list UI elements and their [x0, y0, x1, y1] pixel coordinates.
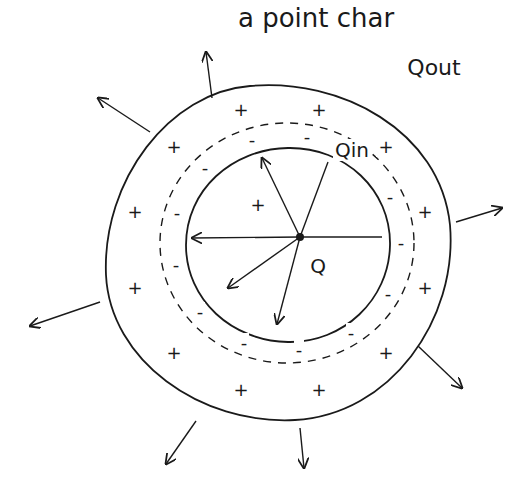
plus-sign: + — [125, 278, 144, 298]
plus-sign: + — [415, 202, 434, 222]
minus-sign: - — [346, 323, 357, 343]
minus-sign: - — [294, 340, 305, 360]
plus-sign: + — [125, 202, 144, 222]
plus-sign: + — [231, 380, 250, 400]
outer-field-lines — [30, 52, 502, 468]
plus-sign: + — [376, 343, 395, 363]
plus-sign: + — [309, 380, 328, 400]
minus-sign: - — [171, 255, 182, 275]
plus-sign: + — [164, 137, 183, 157]
minus-sign: - — [383, 284, 394, 304]
outer-surface — [106, 85, 451, 420]
header-text: a point char — [236, 4, 396, 33]
minus-sign: - — [172, 203, 183, 223]
plus-sign: + — [309, 100, 328, 120]
minus-sign: - — [247, 130, 258, 150]
inner-field-lines — [192, 158, 382, 324]
plus-sign: + — [415, 278, 434, 298]
minus-sign: - — [200, 158, 211, 178]
cavity-surface — [186, 148, 390, 342]
minus-sign: - — [195, 302, 206, 322]
minus-sign: - — [302, 127, 313, 147]
point-charge — [296, 233, 304, 241]
charge-label: Q — [308, 255, 328, 277]
minus-sign: - — [239, 333, 250, 353]
gaussian-surface — [160, 123, 414, 363]
charge-label: Qout — [405, 56, 462, 80]
charge-label: Qin — [333, 139, 371, 161]
plus-sign: + — [164, 343, 183, 363]
plus-sign: + — [231, 100, 250, 120]
plus-sign: + — [376, 137, 395, 157]
minus-sign: - — [385, 187, 396, 207]
plus-sign: + — [248, 195, 267, 215]
minus-sign: - — [396, 233, 407, 253]
